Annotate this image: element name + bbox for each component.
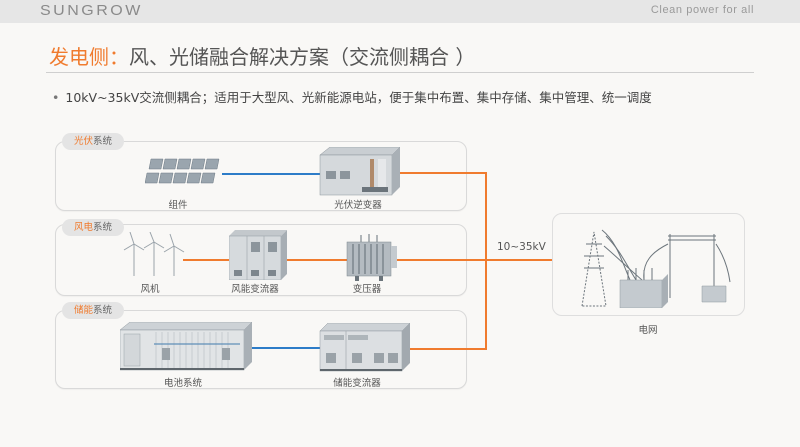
storage-converter-label: 储能变流器 [333,378,381,389]
sungrow-logo: SUNGROW [40,2,143,19]
pv-ac-line [398,172,468,174]
battery-system-label: 电池系统 [163,378,203,389]
title-accent: 发电侧： [49,45,129,69]
tagline: Clean power for all [650,4,754,16]
page-title: 发电侧：风、光储融合解决方案（交流侧耦合 ） [49,41,475,70]
ac-bus-vertical [485,172,487,350]
wind-turbine-label: 风机 [140,284,160,295]
transformer-icon [346,234,397,281]
pv-system-group [55,141,467,211]
pv-dc-line [222,173,322,175]
wind-converter-icon [229,230,287,280]
pv-system-tag: 光伏系统 [62,133,125,150]
storage-ac-line [407,348,487,350]
wind-system-tag: 风电系统 [62,219,125,236]
bullet-dot-icon: • [52,90,60,105]
pv-inverter-label: 光伏逆变器 [334,200,382,211]
bus-voltage-label: 10~35kV [497,241,546,253]
power-grid-icon [581,229,731,308]
title-main: 风、光储融合解决方案（交流侧耦合 ） [129,45,476,69]
title-divider [46,72,754,73]
battery-system-icon [120,322,252,371]
wind-turbine-icon [123,232,185,276]
storage-system-tag: 储能系统 [62,302,125,319]
storage-converter-icon [319,323,410,372]
storage-dc-line [248,347,323,349]
pv-module-label: 组件 [168,200,188,211]
grid-label: 电网 [638,325,658,336]
top-bar: SUNGROW Clean power for all [0,0,800,23]
transformer-label: 变压器 [352,284,382,295]
bullet-point: • 10kV~35kV交流侧耦合；适用于大型风、光新能源电站，便于集中布置、集中存… [52,87,652,106]
bullet-text: 10kV~35kV交流侧耦合；适用于大型风、光新能源电站，便于集中布置、集中存储… [65,90,652,105]
wind-converter-label: 风能变流器 [231,284,279,295]
pv-module-icon [145,158,220,184]
pv-inverter-icon [319,147,400,196]
